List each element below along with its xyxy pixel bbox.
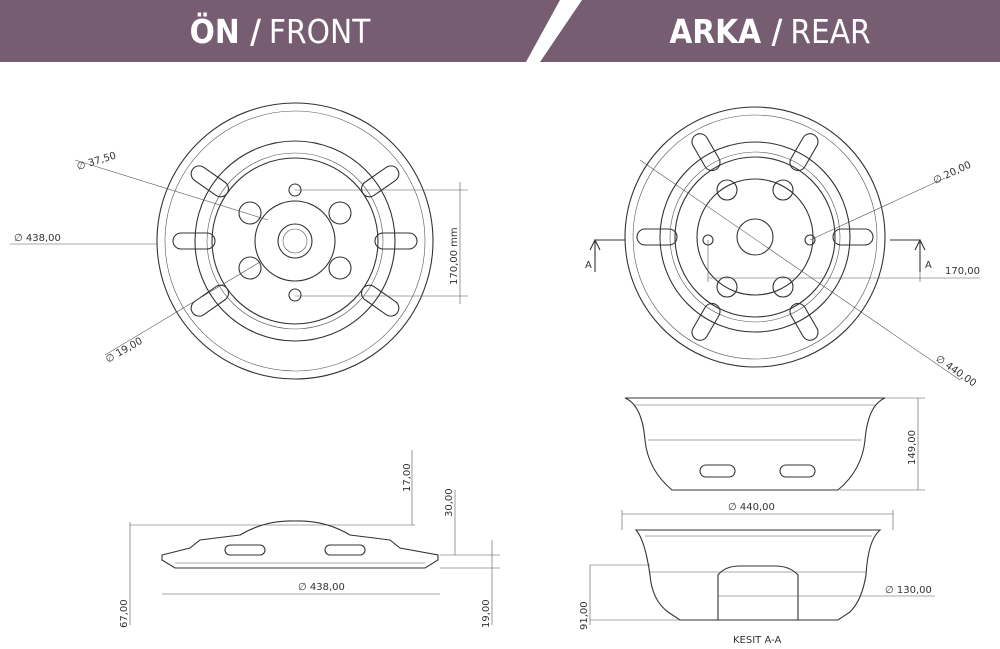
- rear-side-view: [624, 397, 925, 491]
- front-h1-label: 17,00: [402, 463, 413, 492]
- rear-height-label: 149,00: [907, 430, 918, 465]
- section-hub-diameter-label: ∅ 130,00: [885, 585, 932, 596]
- rear-header: ARKA /REAR: [540, 0, 1000, 62]
- rear-outer-diameter-label: ∅ 440,00: [933, 353, 978, 389]
- front-h2-label: 30,00: [444, 488, 455, 517]
- front-side-diameter-label: ∅ 438,00: [298, 582, 345, 593]
- section-diameter-label: ∅ 440,00: [728, 502, 775, 513]
- front-outer-diameter-label: ∅ 438,00: [14, 233, 61, 244]
- section-title: KESIT A-A: [733, 635, 781, 646]
- rear-title-bold: ARKA /: [669, 11, 783, 51]
- front-h4-label: 19,00: [481, 599, 492, 628]
- front-bolt-diameter-label: ∅ 37,50: [76, 150, 118, 172]
- rear-hole-diameter-label: ∅ 20,00: [932, 160, 973, 187]
- front-small-hole-label: ∅ 19,00: [104, 336, 145, 366]
- section-a-a-view: [589, 510, 935, 625]
- section-height-label: 91,00: [579, 601, 590, 630]
- front-title: FRONT: [268, 11, 371, 51]
- front-header: ÖN /FRONT: [0, 0, 560, 62]
- front-h3-label: 67,00: [119, 599, 130, 628]
- front-wheel-view: [10, 102, 468, 380]
- front-pcd-label: 170,00 mm: [449, 227, 460, 285]
- front-side-view: [129, 450, 500, 625]
- rear-wheel-view: [589, 106, 980, 381]
- rear-title: REAR: [790, 11, 871, 51]
- section-mark-left: A: [585, 260, 592, 271]
- section-mark-right: A: [925, 260, 932, 271]
- rear-pcd-label: 170,00: [945, 266, 980, 277]
- front-title-bold: ÖN /: [189, 11, 261, 51]
